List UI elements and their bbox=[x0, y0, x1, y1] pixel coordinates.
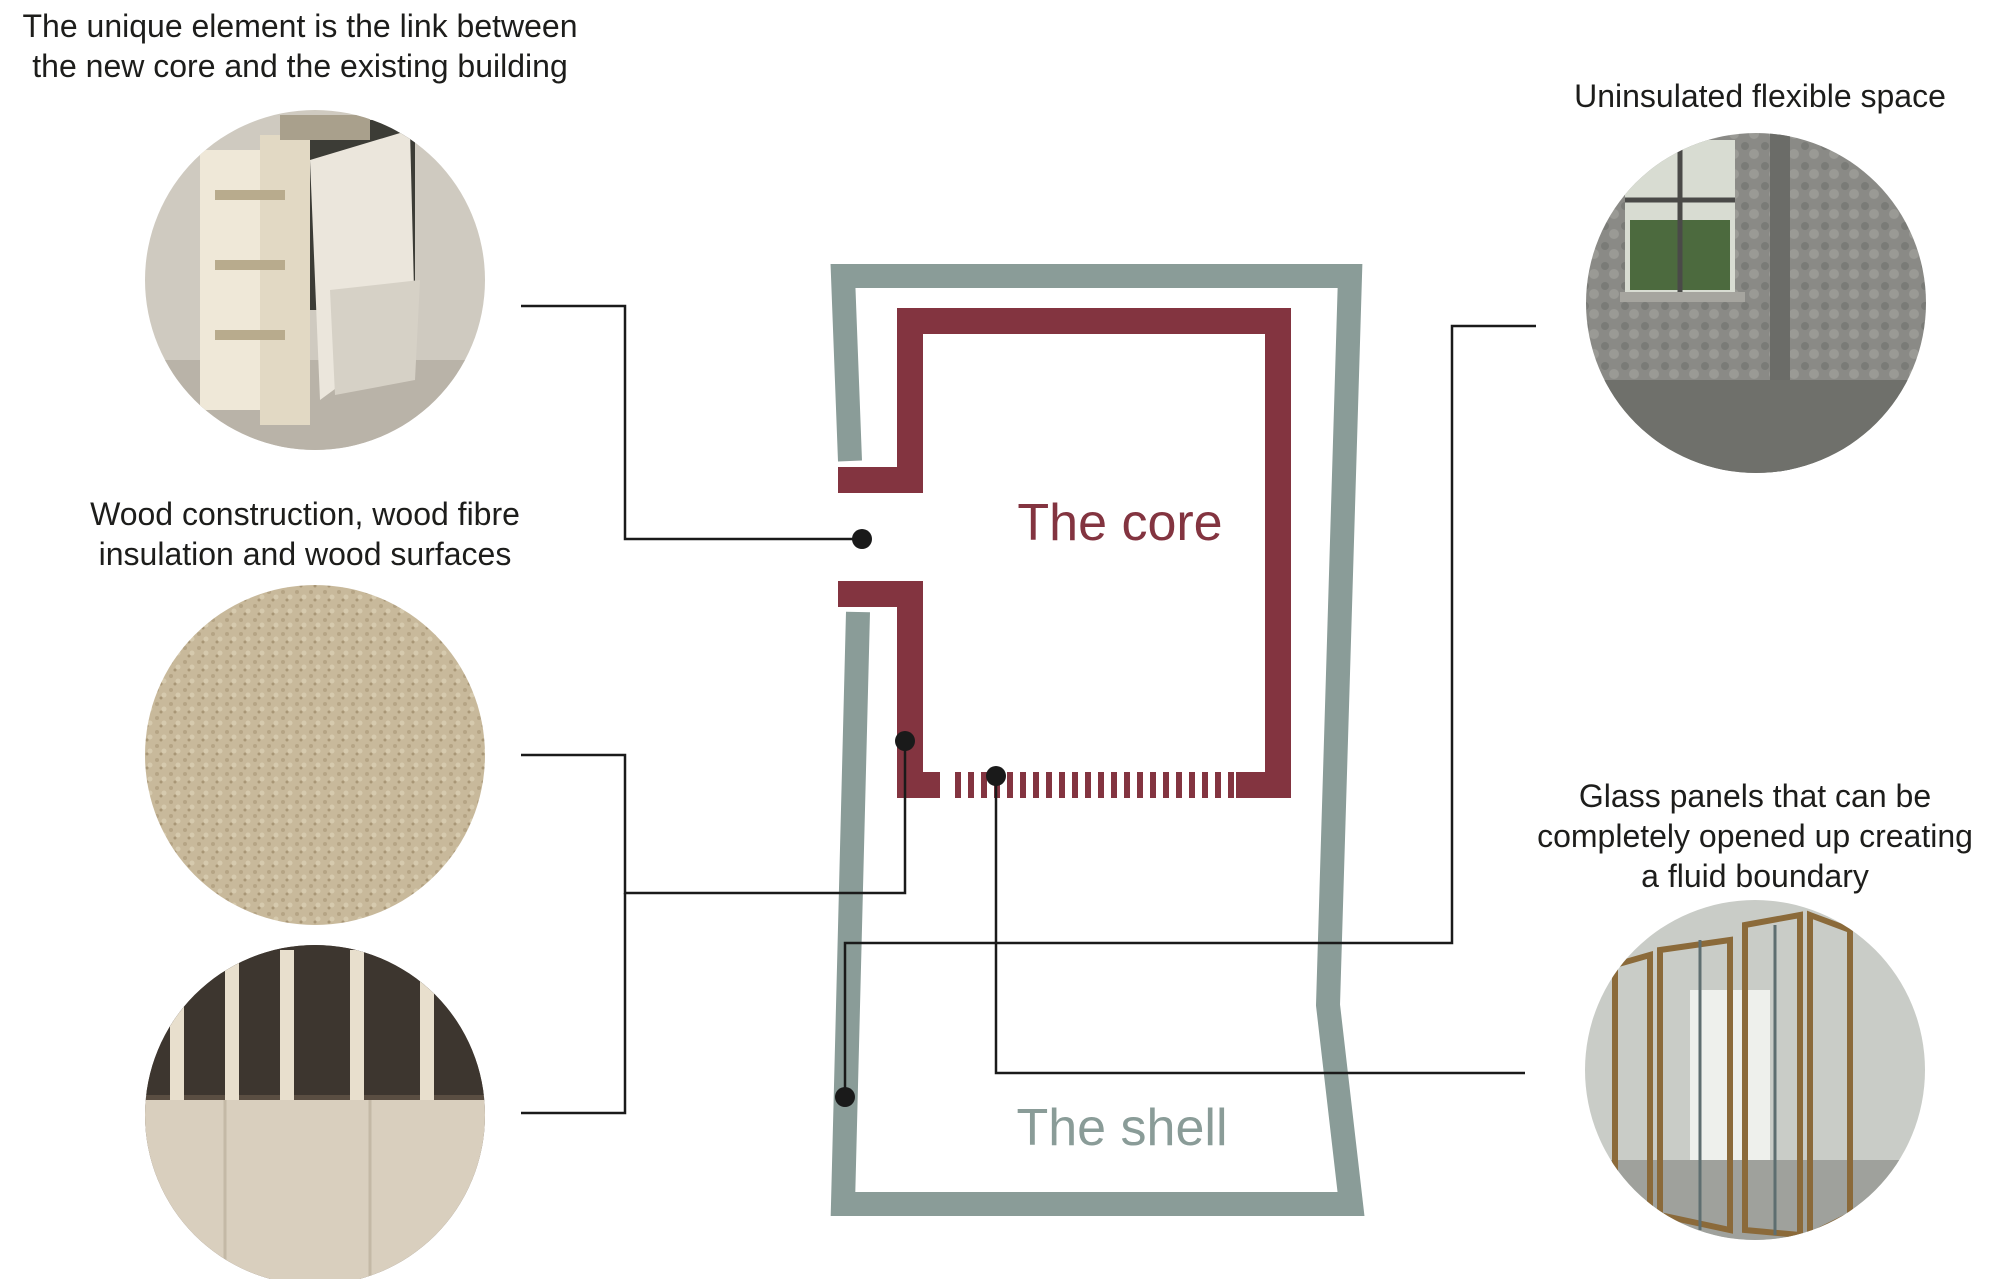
caption-link-line1: The unique element is the link between bbox=[22, 8, 578, 44]
glass-hatch-bar bbox=[968, 772, 974, 798]
caption-glass-line1: Glass panels that can be bbox=[1578, 778, 1932, 814]
glass-hatch-bar bbox=[1202, 772, 1208, 798]
glass-hatch-bar bbox=[1033, 772, 1039, 798]
leader-wood-frame bbox=[521, 893, 627, 1115]
glass-hatch-bar bbox=[1137, 772, 1143, 798]
glass-hatch-bar bbox=[1150, 772, 1156, 798]
glass-hatch-bar bbox=[955, 772, 961, 798]
caption-wood-line2: insulation and wood surfaces bbox=[98, 536, 512, 572]
glass-hatch-bar bbox=[1124, 772, 1130, 798]
wood-model-photo bbox=[145, 110, 485, 450]
leader-dots bbox=[835, 529, 1006, 1107]
leader-dot-wood bbox=[895, 731, 915, 751]
leader-dot-shell bbox=[835, 1087, 855, 1107]
caption-uninsulated: Uninsulated flexible space bbox=[1520, 76, 2000, 116]
wood-fibre-photo bbox=[145, 585, 485, 925]
glass-hatch-bar bbox=[1163, 772, 1169, 798]
caption-glass-line3: a fluid boundary bbox=[1641, 858, 1869, 894]
glass-hatch-bar bbox=[1176, 772, 1182, 798]
glass-hatch-bar bbox=[1020, 772, 1026, 798]
glass-hatch-bar bbox=[1072, 772, 1078, 798]
glass-hatch-bar bbox=[1046, 772, 1052, 798]
glass-hatch-bar bbox=[1085, 772, 1091, 798]
core-outline bbox=[838, 308, 1291, 798]
glass-hatch-bar bbox=[1059, 772, 1065, 798]
caption-uninsulated-line1: Uninsulated flexible space bbox=[1574, 78, 1946, 114]
glass-hatch-bar bbox=[1215, 772, 1221, 798]
glass-hatch-bar bbox=[1228, 772, 1234, 798]
leader-dot-glass bbox=[986, 766, 1006, 786]
caption-glass: Glass panels that can be completely open… bbox=[1510, 776, 2000, 896]
shell-label: The shell bbox=[1017, 1099, 1228, 1157]
caption-glass-line2: completely opened up creating bbox=[1537, 818, 1973, 854]
shell-outline bbox=[830, 264, 1365, 1216]
glass-hatch-bar bbox=[1111, 772, 1117, 798]
caption-link: The unique element is the link between t… bbox=[0, 6, 600, 86]
concrete-window-photo bbox=[1586, 133, 1926, 473]
glass-hatch-bar bbox=[1098, 772, 1104, 798]
core-label: The core bbox=[1017, 494, 1222, 552]
leader-link bbox=[521, 304, 862, 541]
leader-dot-link bbox=[852, 529, 872, 549]
leader-lines bbox=[521, 304, 1536, 1115]
caption-link-line2: the new core and the existing building bbox=[32, 48, 568, 84]
leader-glass bbox=[994, 776, 1525, 1075]
leader-uninsulated bbox=[843, 324, 1536, 1097]
wood-frame-photo bbox=[145, 945, 485, 1279]
glass-hatch-bar bbox=[1189, 772, 1195, 798]
glass-hatch-bar bbox=[981, 772, 987, 798]
glass-panels-photo bbox=[1585, 900, 1925, 1240]
caption-wood: Wood construction, wood fibre insulation… bbox=[40, 494, 570, 574]
caption-wood-line1: Wood construction, wood fibre bbox=[90, 496, 520, 532]
glass-hatch-bar bbox=[1007, 772, 1013, 798]
